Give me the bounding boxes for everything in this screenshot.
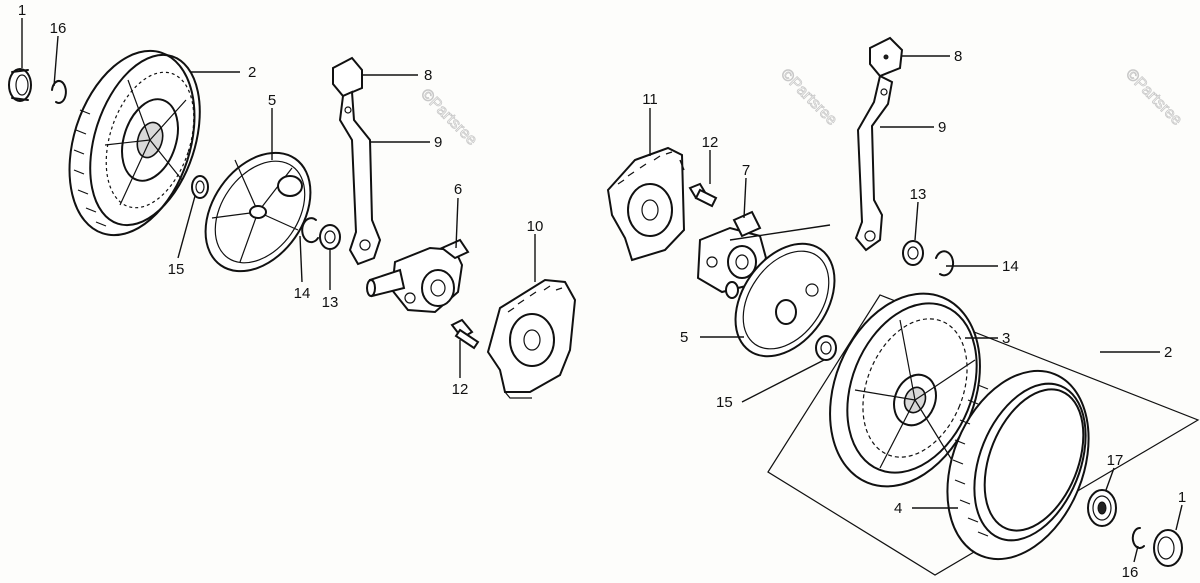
- callout-2-left: 2: [248, 64, 256, 81]
- callout-12-left: 12: [452, 381, 469, 398]
- callout-13-left: 13: [322, 294, 339, 311]
- leaders-right: [649, 55, 1183, 563]
- callout-5-left: 5: [268, 92, 276, 109]
- callout-14-left: 14: [294, 285, 311, 302]
- callout-8-left: 8: [424, 67, 432, 84]
- callouts-left: 1 16 2 5 8 9 6 10 15 14 13 12: [18, 2, 544, 398]
- watermark: ©Partsree: [1122, 66, 1185, 129]
- part-14-clip-right[interactable]: [935, 250, 955, 277]
- callout-9-left: 9: [434, 134, 442, 151]
- watermark-group: ©Partsree ©Partsree ©Partsree: [417, 65, 1186, 149]
- callout-8-right: 8: [954, 48, 962, 65]
- part-15-washer-left[interactable]: [191, 175, 209, 199]
- part-1-hub-cap-right[interactable]: [1153, 529, 1183, 567]
- callout-3-right: 3: [1002, 330, 1010, 347]
- watermark: ©Partsree: [417, 86, 480, 149]
- part-5-dust-cover-right[interactable]: [715, 225, 855, 375]
- watermark: ©Partsree: [777, 66, 840, 129]
- callout-16-right: 16: [1122, 564, 1139, 581]
- part-10-plate-left[interactable]: [486, 278, 577, 399]
- callout-12-right: 12: [702, 134, 719, 151]
- callout-14-right: 14: [1002, 258, 1019, 275]
- part-8-grip-right[interactable]: [869, 36, 904, 78]
- part-7-cam-right[interactable]: [696, 210, 768, 299]
- callout-4-right: 4: [894, 500, 902, 517]
- callout-1-left: 1: [18, 2, 26, 19]
- callout-15-right: 15: [716, 394, 733, 411]
- callout-6-left: 6: [454, 181, 462, 198]
- callout-15-left: 15: [168, 261, 185, 278]
- callout-5-right: 5: [680, 329, 688, 346]
- callout-13-right: 13: [910, 186, 927, 203]
- part-12-bolt-right[interactable]: [688, 182, 718, 208]
- callout-11-right: 11: [642, 91, 658, 108]
- part-8-grip-left[interactable]: [332, 56, 363, 98]
- callout-9-right: 9: [938, 119, 946, 136]
- callout-17-right: 17: [1107, 452, 1124, 469]
- callout-2-right: 2: [1164, 344, 1172, 361]
- part-16-circlip-right[interactable]: [1131, 526, 1145, 549]
- callouts-right: 11 12 7 8 9 13 14 5 3 2 15 17 4 1 16: [642, 48, 1186, 581]
- part-9-lever-right[interactable]: [854, 74, 894, 252]
- callout-10-left: 10: [527, 218, 544, 235]
- part-13-washer-left[interactable]: [319, 224, 341, 250]
- part-9-lever-left[interactable]: [338, 90, 382, 266]
- part-1-hub-cap-left[interactable]: [8, 68, 32, 102]
- part-14-clip-left[interactable]: [301, 217, 319, 244]
- assembly-boundary-right: [767, 294, 1200, 576]
- callout-7-right: 7: [742, 162, 750, 179]
- part-13-washer-right[interactable]: [902, 240, 924, 266]
- part-3-wheel-rim-right[interactable]: [803, 271, 1008, 509]
- part-6-arm-left[interactable]: [366, 238, 470, 314]
- part-17-bearing-right[interactable]: [1087, 489, 1117, 527]
- part-2-wheel-left[interactable]: [47, 35, 219, 252]
- part-15-washer-right[interactable]: [815, 335, 837, 361]
- part-4-tire-right[interactable]: [921, 350, 1115, 580]
- callout-16-left: 16: [50, 20, 67, 37]
- part-5-dust-cover-left[interactable]: [184, 133, 332, 291]
- part-12-bolt-left[interactable]: [450, 318, 480, 350]
- part-11-plate-right[interactable]: [606, 146, 686, 262]
- callout-1-right: 1: [1178, 489, 1186, 506]
- leaders-left: [21, 18, 536, 378]
